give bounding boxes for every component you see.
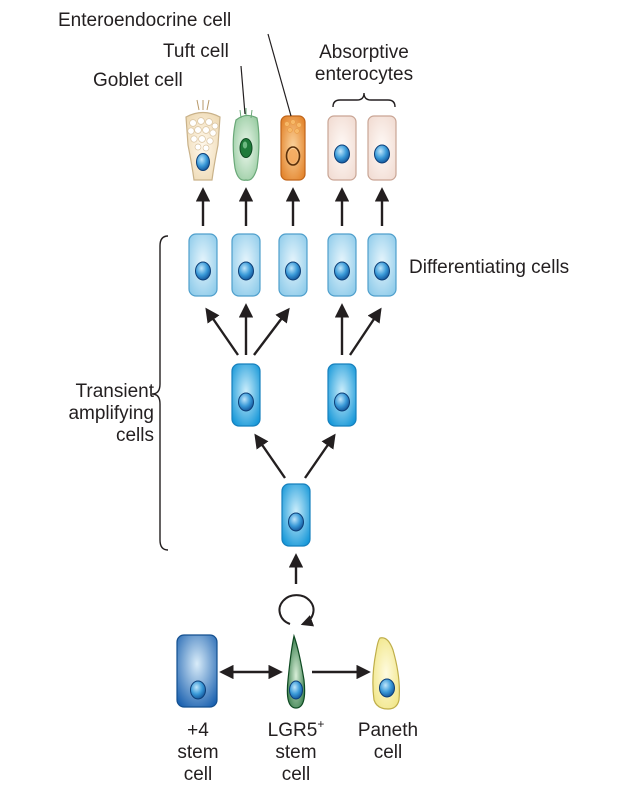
branching-arrows-lower — [254, 433, 336, 479]
paneth-label: Paneth cell — [346, 720, 430, 764]
tuft-label: Tuft cell — [163, 41, 229, 62]
lgr5-stem-cell — [286, 633, 306, 709]
maturation-arrows — [195, 187, 390, 226]
differentiating-cell — [188, 233, 218, 297]
transient-amplifying-cell — [327, 363, 357, 427]
lgr5-name: LGR5 — [267, 720, 318, 741]
self-renewal-loop — [278, 594, 315, 627]
lgr5-superscript: + — [317, 716, 325, 731]
enteroendocrine-label: Enteroendocrine cell — [58, 10, 232, 31]
plus4-label-line: cell — [183, 764, 213, 785]
differentiating-cell — [327, 233, 357, 297]
paneth-label-line: Paneth — [357, 720, 419, 741]
absorptive-label-line: enterocytes — [314, 64, 414, 85]
branching-arrows-upper — [205, 303, 382, 356]
transient-amplifying-label: Transient amplifying cells — [20, 381, 154, 447]
transient-label-line: amplifying — [68, 403, 154, 424]
paneth-label-line: cell — [373, 742, 403, 763]
differentiating-cell — [278, 233, 308, 297]
transient-label-line: cells — [115, 425, 154, 446]
lgr5-stem-label: LGR5+ stem cell — [254, 716, 338, 786]
tuft-leader — [240, 65, 246, 115]
absorptive-enterocyte — [327, 115, 357, 181]
lgr5-label-line: cell — [281, 764, 311, 785]
differentiating-cell — [367, 233, 397, 297]
paneth-cell — [372, 637, 400, 710]
goblet-cell — [185, 99, 221, 181]
absorptive-label: Absorptive enterocytes — [300, 42, 428, 86]
lgr5-label-line: stem — [275, 742, 317, 763]
lgr5-label-line: LGR5+ — [254, 716, 338, 742]
differentiating-label: Differentiating cells — [409, 257, 570, 278]
enteroendocrine-cell — [280, 115, 306, 181]
transient-amplifying-cell — [281, 483, 311, 547]
transient-label-line: Transient — [75, 381, 155, 402]
differentiating-cell — [231, 233, 261, 297]
absorptive-label-line: Absorptive — [319, 42, 409, 63]
transient-amplifying-bracket — [151, 235, 169, 551]
goblet-label: Goblet cell — [93, 70, 183, 91]
absorptive-brace — [332, 92, 396, 108]
tuft-cell — [232, 108, 260, 181]
plus4-label-line: stem — [177, 742, 219, 763]
enteroendocrine-leader — [267, 33, 292, 117]
plus4-stem-cell — [176, 634, 218, 708]
plus4-label-line: +4 — [187, 720, 209, 741]
transient-amplifying-cell — [231, 363, 261, 427]
plus4-stem-label: +4 stem cell — [162, 720, 234, 786]
absorptive-enterocyte — [367, 115, 397, 181]
